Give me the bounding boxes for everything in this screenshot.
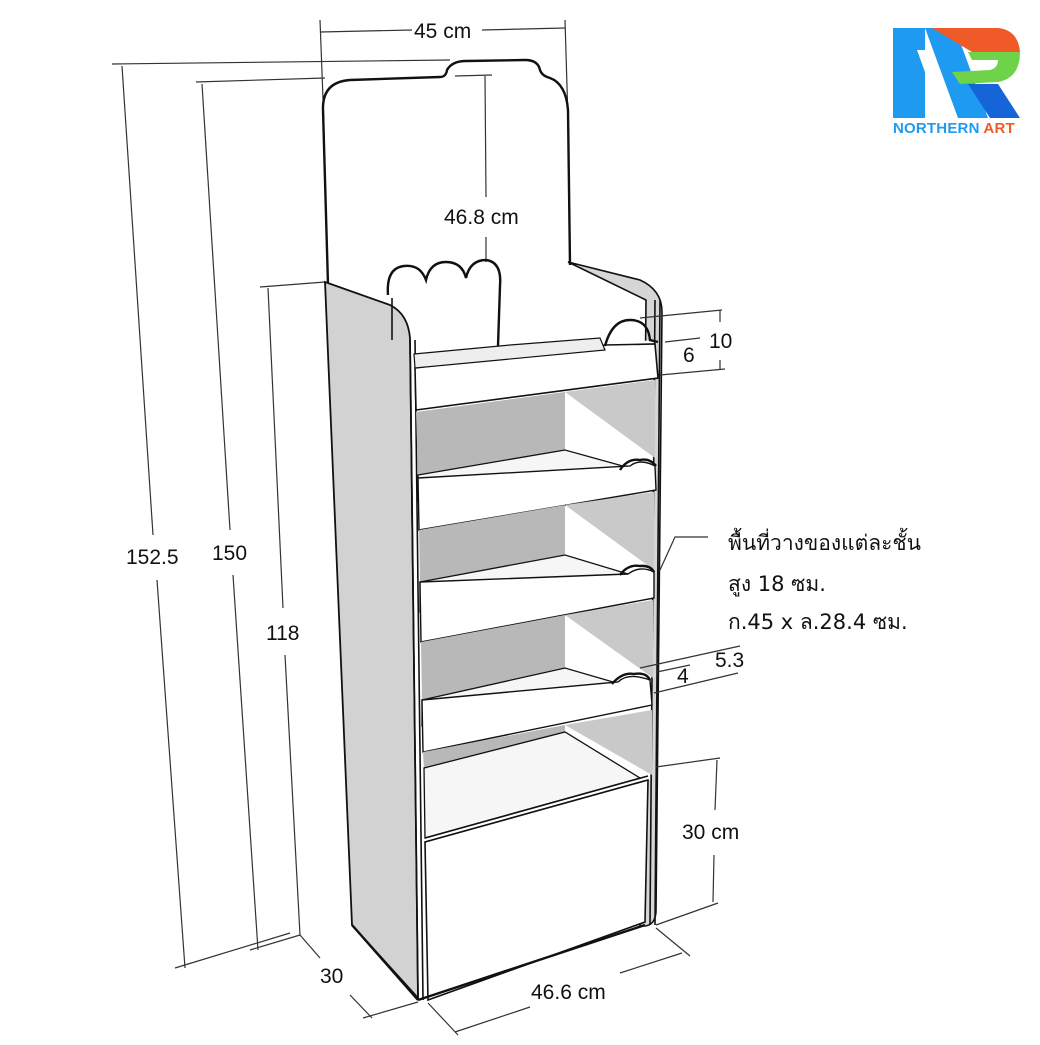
northern-art-logo-icon — [893, 28, 1020, 118]
left-side-panel — [324, 280, 419, 1001]
lip-dimension-lines — [639, 309, 741, 694]
logo-brand-right: ART — [983, 120, 1015, 137]
base-height-dimension — [655, 757, 721, 926]
label-total-height-outer: 152.5 — [126, 546, 179, 569]
logo-wordmark: NORTHERN ART — [893, 120, 1015, 137]
header-panel — [321, 58, 572, 286]
label-base-height: 30 cm — [682, 821, 739, 844]
shelf-note-line2: สูง 18 ซม. — [728, 572, 826, 596]
label-top-lip-inner: 6 — [683, 344, 695, 367]
label-total-height-inner: 150 — [212, 542, 247, 565]
label-top-lip-outer: 10 — [709, 330, 732, 353]
shelf-note-leader — [659, 536, 708, 571]
label-header-height: 46.8 cm — [444, 206, 519, 229]
shelf-note-line3: ก.45 x ล.28.4 ซม. — [728, 610, 908, 634]
shelf-note-line1: พื้นที่วางของแต่ละชั้น — [728, 531, 922, 555]
logo-brand-left: NORTHERN — [893, 120, 980, 137]
shelf-body — [351, 258, 661, 1002]
label-side-height: 118 — [266, 622, 299, 645]
label-top-width: 45 cm — [414, 20, 471, 43]
height-dimension-lines — [111, 59, 451, 969]
base-dimension-lines — [299, 927, 691, 1036]
label-shelf-lip-inner: 4 — [677, 665, 689, 688]
label-base-width: 46.6 cm — [531, 981, 606, 1004]
label-depth: 30 — [320, 965, 343, 988]
label-shelf-lip-outer: 5.3 — [715, 649, 744, 672]
